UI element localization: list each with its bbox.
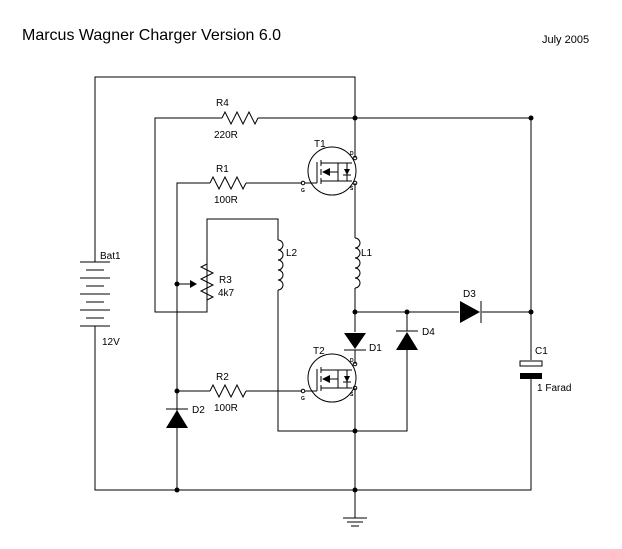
d4-label: D4 bbox=[422, 327, 435, 338]
wiper-arrow-icon bbox=[190, 280, 197, 288]
bat1-value: 12V bbox=[102, 337, 120, 348]
t2-drain-pin: D bbox=[350, 358, 354, 364]
diode-d1 bbox=[344, 333, 366, 351]
junction-dot bbox=[404, 309, 410, 315]
wire-r1-gate bbox=[176, 182, 302, 478]
wire-bottom-rail bbox=[94, 325, 532, 491]
inductor-l1 bbox=[354, 237, 361, 289]
mosfet-t2 bbox=[300, 353, 358, 403]
battery-plates bbox=[80, 255, 110, 335]
wire-d4-l2 bbox=[277, 290, 408, 432]
t2-label: T2 bbox=[313, 346, 325, 357]
diode-d3 bbox=[460, 301, 482, 323]
junction-dot bbox=[528, 309, 534, 315]
junctions bbox=[174, 115, 534, 493]
d3-label: D3 bbox=[463, 289, 476, 300]
wires bbox=[94, 76, 532, 518]
d1-label: D1 bbox=[369, 343, 382, 354]
junction-dot bbox=[174, 281, 180, 287]
r4-label: R4 bbox=[216, 98, 229, 109]
junction-dot bbox=[174, 388, 180, 394]
r4-value: 220R bbox=[214, 130, 238, 141]
t1-gate-pin: G bbox=[301, 188, 305, 194]
resistor-r4 bbox=[221, 110, 259, 126]
t1-drain-pin: D bbox=[350, 151, 354, 157]
t1-source-pin: S bbox=[350, 186, 354, 192]
r1-value: 100R bbox=[214, 195, 238, 206]
date-label: July 2005 bbox=[542, 34, 589, 46]
diode-d2 bbox=[166, 408, 188, 428]
junction-dot bbox=[174, 487, 180, 493]
t1-label: T1 bbox=[314, 139, 326, 150]
junction-dot bbox=[352, 428, 358, 434]
l2-label: L2 bbox=[286, 248, 298, 259]
junction-dot bbox=[352, 115, 358, 121]
page-title: Marcus Wagner Charger Version 6.0 bbox=[22, 27, 281, 44]
inductor-l2 bbox=[277, 239, 284, 291]
ground-icon bbox=[343, 517, 367, 527]
wire-c1-top bbox=[355, 117, 532, 360]
t2-source-pin: S bbox=[350, 392, 354, 398]
diode-d4 bbox=[396, 330, 418, 350]
bat1-label: Bat1 bbox=[100, 251, 121, 262]
r2-label: R2 bbox=[216, 372, 229, 383]
potentiometer-r3 bbox=[190, 219, 215, 312]
r3-value: 4k7 bbox=[218, 288, 235, 299]
mosfet-t1 bbox=[300, 146, 358, 196]
r1-label: R1 bbox=[216, 164, 229, 175]
r3-label: R3 bbox=[219, 275, 232, 286]
l1-label: L1 bbox=[361, 248, 373, 259]
c1-label: C1 bbox=[535, 346, 548, 357]
junction-dot bbox=[528, 115, 534, 121]
capacitor-c1 bbox=[519, 360, 543, 382]
resistor-r2 bbox=[209, 383, 247, 399]
d2-label: D2 bbox=[192, 405, 205, 416]
t2-gate-pin: G bbox=[301, 396, 305, 402]
r2-value: 100R bbox=[214, 403, 238, 414]
resistor-r1 bbox=[209, 175, 247, 191]
junction-dot bbox=[352, 309, 358, 315]
c1-value: 1 Farad bbox=[537, 383, 571, 394]
junction-dot bbox=[352, 487, 358, 493]
